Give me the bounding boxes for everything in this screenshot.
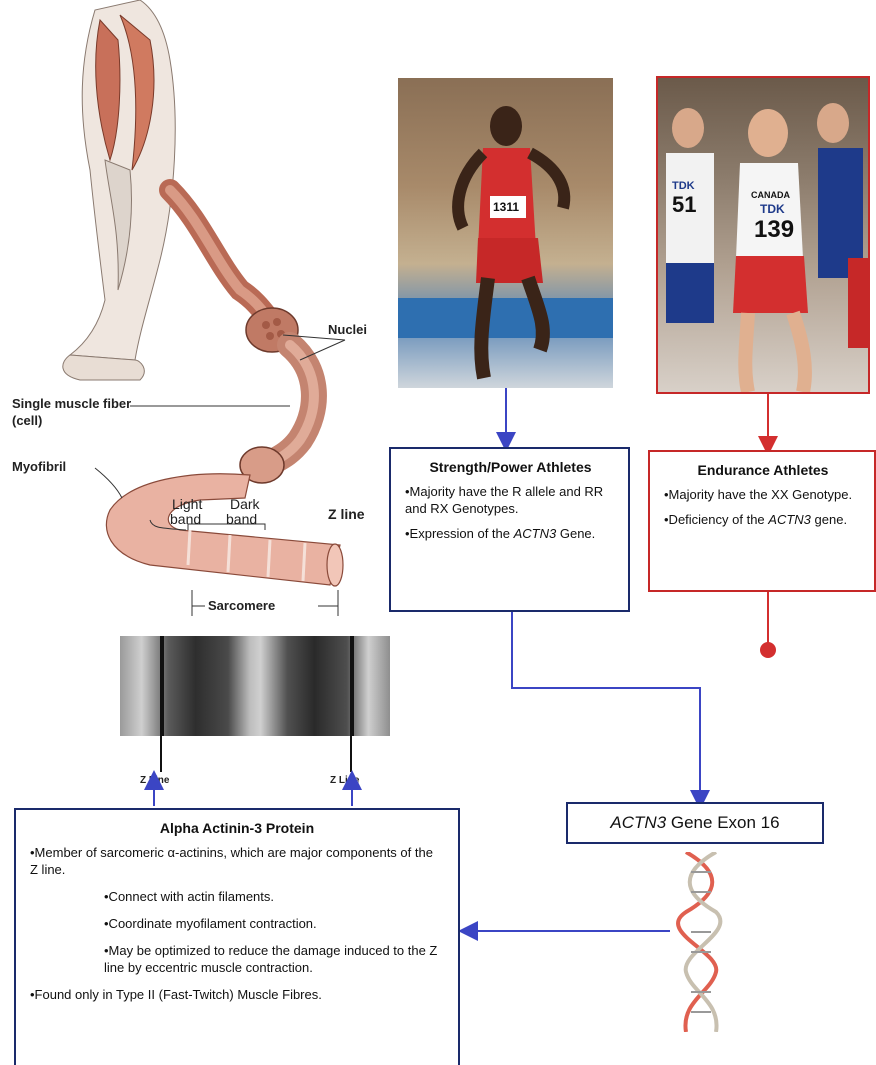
strength-point-2: •Expression of the ACTN3 Gene. [405,525,616,542]
endurance-point-1: •Majority have the XX Genotype. [664,486,862,503]
dna-helix-icon [676,852,726,1032]
strength-to-gene-arrow [512,612,700,800]
alpha-actinin-title: Alpha Actinin-3 Protein [30,820,444,836]
endurance-point-2-post: gene. [811,512,847,527]
strength-power-box: Strength/Power Athletes •Majority have t… [389,447,630,612]
endurance-point-2-gene: ACTN3 [768,512,811,527]
endurance-point-2-pre: •Deficiency of the [664,512,768,527]
alpha-actinin-point-1: •Member of sarcomeric α-actinins, which … [30,844,444,878]
gene-exon-box: ACTN3 Gene Exon 16 [566,802,824,844]
endurance-box: Endurance Athletes •Majority have the XX… [648,450,876,592]
gene-name: ACTN3 [610,813,666,832]
alpha-actinin-box: Alpha Actinin-3 Protein •Member of sarco… [14,808,460,1065]
alpha-actinin-point-3: •Coordinate myofilament contraction. [30,915,444,932]
strength-point-2-post: Gene. [556,526,595,541]
strength-point-1: •Majority have the R allele and RR and R… [405,483,616,517]
alpha-actinin-point-5: •Found only in Type II (Fast-Twitch) Mus… [30,986,444,1003]
strength-point-2-gene: ACTN3 [514,526,557,541]
alpha-actinin-point-2: •Connect with actin filaments. [30,888,444,905]
endurance-point-2: •Deficiency of the ACTN3 gene. [664,511,862,528]
endurance-deficiency-dot [760,642,776,658]
strength-power-title: Strength/Power Athletes [405,459,616,475]
gene-exon-label: Gene Exon 16 [666,813,779,832]
alpha-actinin-point-4: •May be optimized to reduce the damage i… [30,942,444,976]
endurance-title: Endurance Athletes [664,462,862,478]
strength-point-2-pre: •Expression of the [405,526,514,541]
